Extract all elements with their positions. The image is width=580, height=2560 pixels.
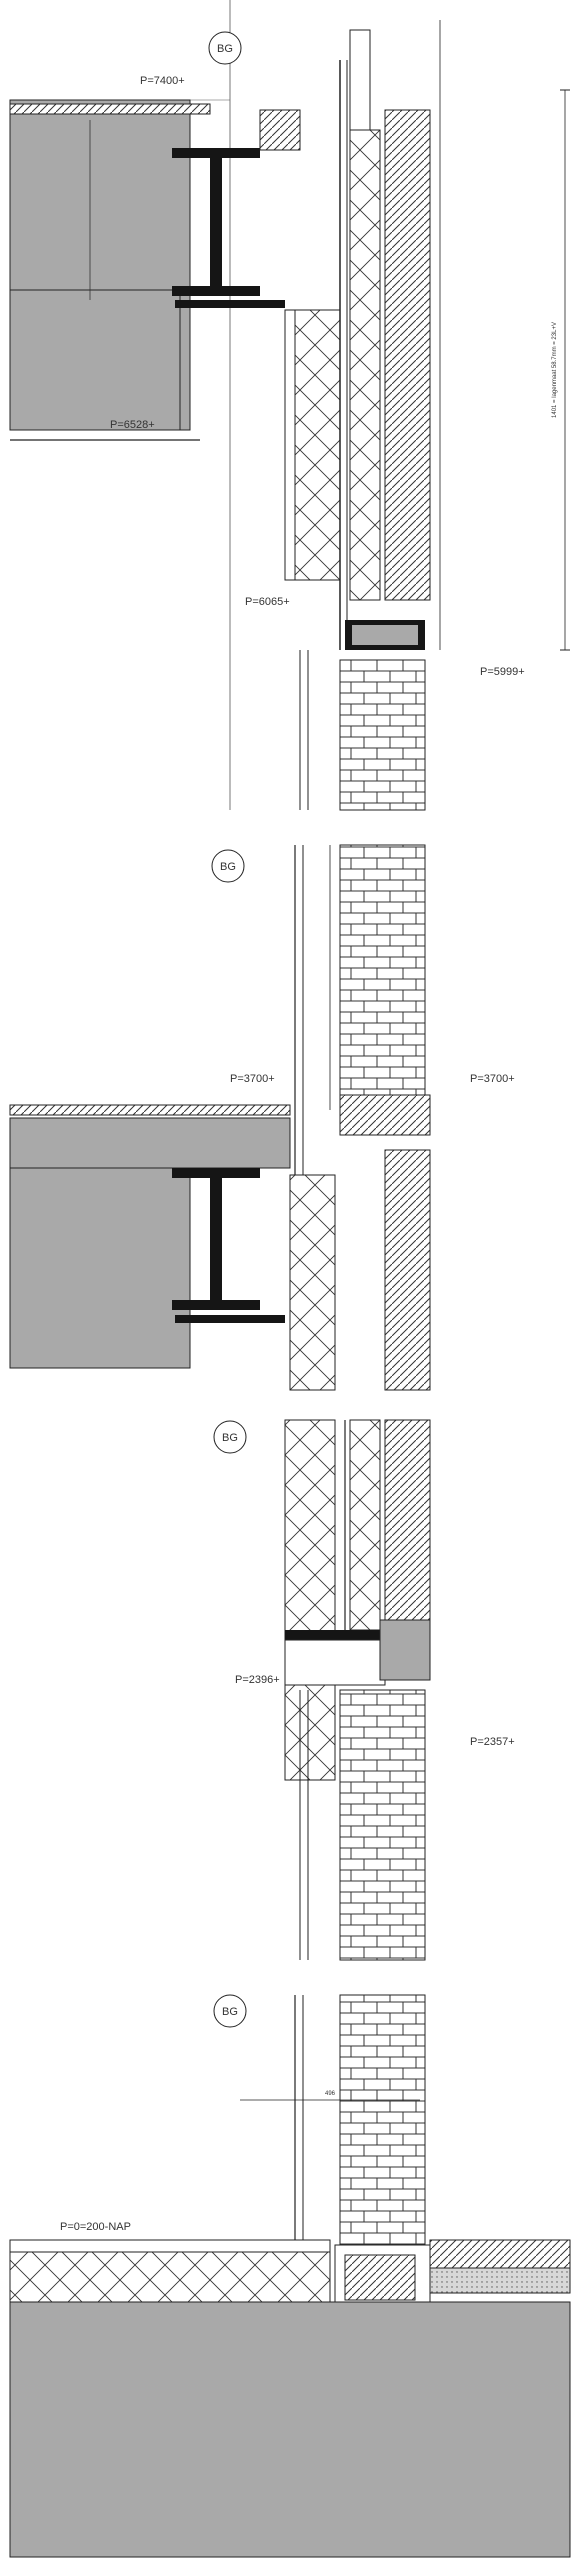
section-marker-3 (213, 1420, 247, 1454)
level-label-8: P=2357+ (470, 1736, 515, 1748)
panel-1-roof-detail (9, 0, 570, 811)
level-label-2: P=6528+ (110, 419, 155, 431)
section-marker-4-label: BG (222, 2006, 238, 2018)
level-label-3: P=6065+ (245, 596, 290, 608)
level-label-6: P=3700+ (470, 1073, 515, 1085)
level-label-7: P=2396+ (235, 1674, 280, 1686)
section-marker-2-label: BG (220, 861, 236, 873)
dimension-bottom: 496 (325, 2091, 336, 2097)
section-marker-2 (211, 849, 245, 883)
section-marker-4 (213, 1994, 247, 2028)
panel-4-ground-floor-detail (9, 1994, 571, 2558)
level-label-4: P=5999+ (480, 666, 525, 678)
section-marker-1 (208, 31, 242, 65)
level-label-1: P=7400+ (140, 75, 185, 87)
level-label-5: P=3700+ (230, 1073, 275, 1085)
panel-3-lintel-detail (284, 1419, 431, 1961)
section-marker-3-label: BG (222, 1432, 238, 1444)
level-label-9: P=0=200-NAP (60, 2221, 131, 2233)
section-marker-1-label: BG (217, 43, 233, 55)
panel-2-floor-detail (9, 844, 431, 1391)
dimension-total: 1401 = lagenmaat 58.7mm = 23L+V (552, 322, 558, 418)
